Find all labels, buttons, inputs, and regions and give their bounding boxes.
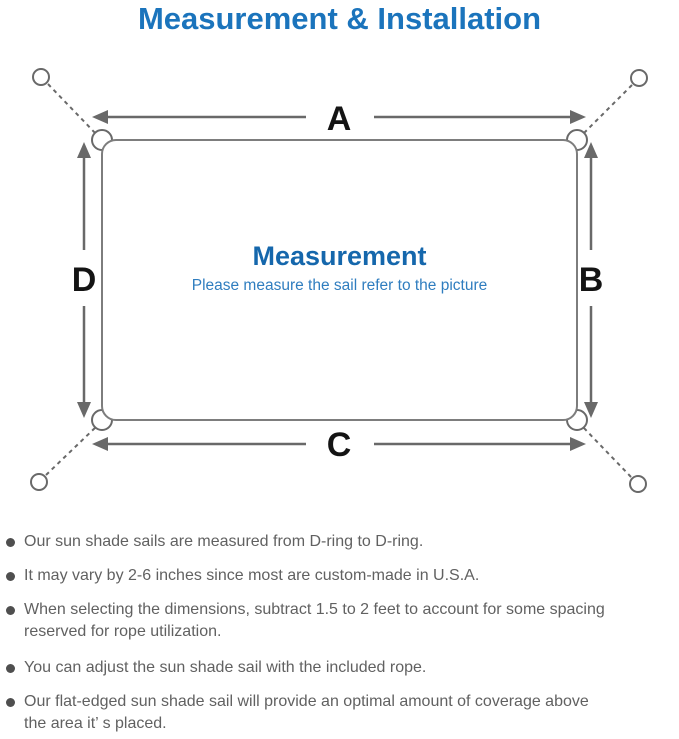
rope-dashed-line-bottom-left	[45, 424, 99, 476]
anchor-ring-icon-bottom-right	[629, 475, 647, 493]
dimension-label-top: A	[327, 100, 352, 138]
note-text: It may vary by 2-6 inches since most are…	[24, 567, 480, 584]
list-item: Our flat-edged sun shade sail will provi…	[6, 691, 670, 735]
anchor-ring-icon-top-right	[630, 69, 648, 87]
rope-dashed-line-top-left	[47, 83, 99, 137]
dimension-arrow-top	[92, 110, 586, 124]
sail-outline	[101, 139, 578, 421]
note-text: When selecting the dimensions, subtract …	[24, 601, 605, 640]
list-item: Our sun shade sails are measured from D-…	[6, 531, 670, 553]
bullet-dot-icon	[6, 664, 15, 673]
notes-list: Our sun shade sails are measured from D-…	[6, 531, 670, 739]
anchor-ring-icon-bottom-left	[30, 473, 48, 491]
list-item: When selecting the dimensions, subtract …	[6, 599, 670, 643]
bullet-dot-icon	[6, 538, 15, 547]
bullet-dot-icon	[6, 698, 15, 707]
dimension-arrow-left	[77, 142, 91, 418]
list-item: It may vary by 2-6 inches since most are…	[6, 565, 670, 587]
note-text: Our flat-edged sun shade sail will provi…	[24, 693, 589, 732]
rope-dashed-line-bottom-right	[580, 424, 632, 478]
dimension-label-left: D	[72, 261, 97, 299]
note-text: Our sun shade sails are measured from D-…	[24, 533, 424, 550]
bullet-dot-icon	[6, 572, 15, 581]
dimension-arrow-right	[584, 142, 598, 418]
dimension-label-bottom: C	[327, 426, 352, 464]
list-item: You can adjust the sun shade sail with t…	[6, 657, 670, 679]
rope-dashed-line-top-right	[580, 84, 633, 137]
dimension-arrow-bottom	[92, 437, 586, 451]
diagram-center-title: Measurement	[252, 241, 427, 271]
anchor-ring-icon-top-left	[32, 68, 50, 86]
page-title: Measurement & Installation	[137, 1, 542, 36]
dimension-label-right: B	[579, 261, 604, 299]
diagram-center-subtitle: Please measure the sail refer to the pic…	[191, 277, 488, 294]
bullet-dot-icon	[6, 606, 15, 615]
measurement-diagram: A B C D	[30, 68, 648, 493]
note-text: You can adjust the sun shade sail with t…	[24, 659, 427, 676]
